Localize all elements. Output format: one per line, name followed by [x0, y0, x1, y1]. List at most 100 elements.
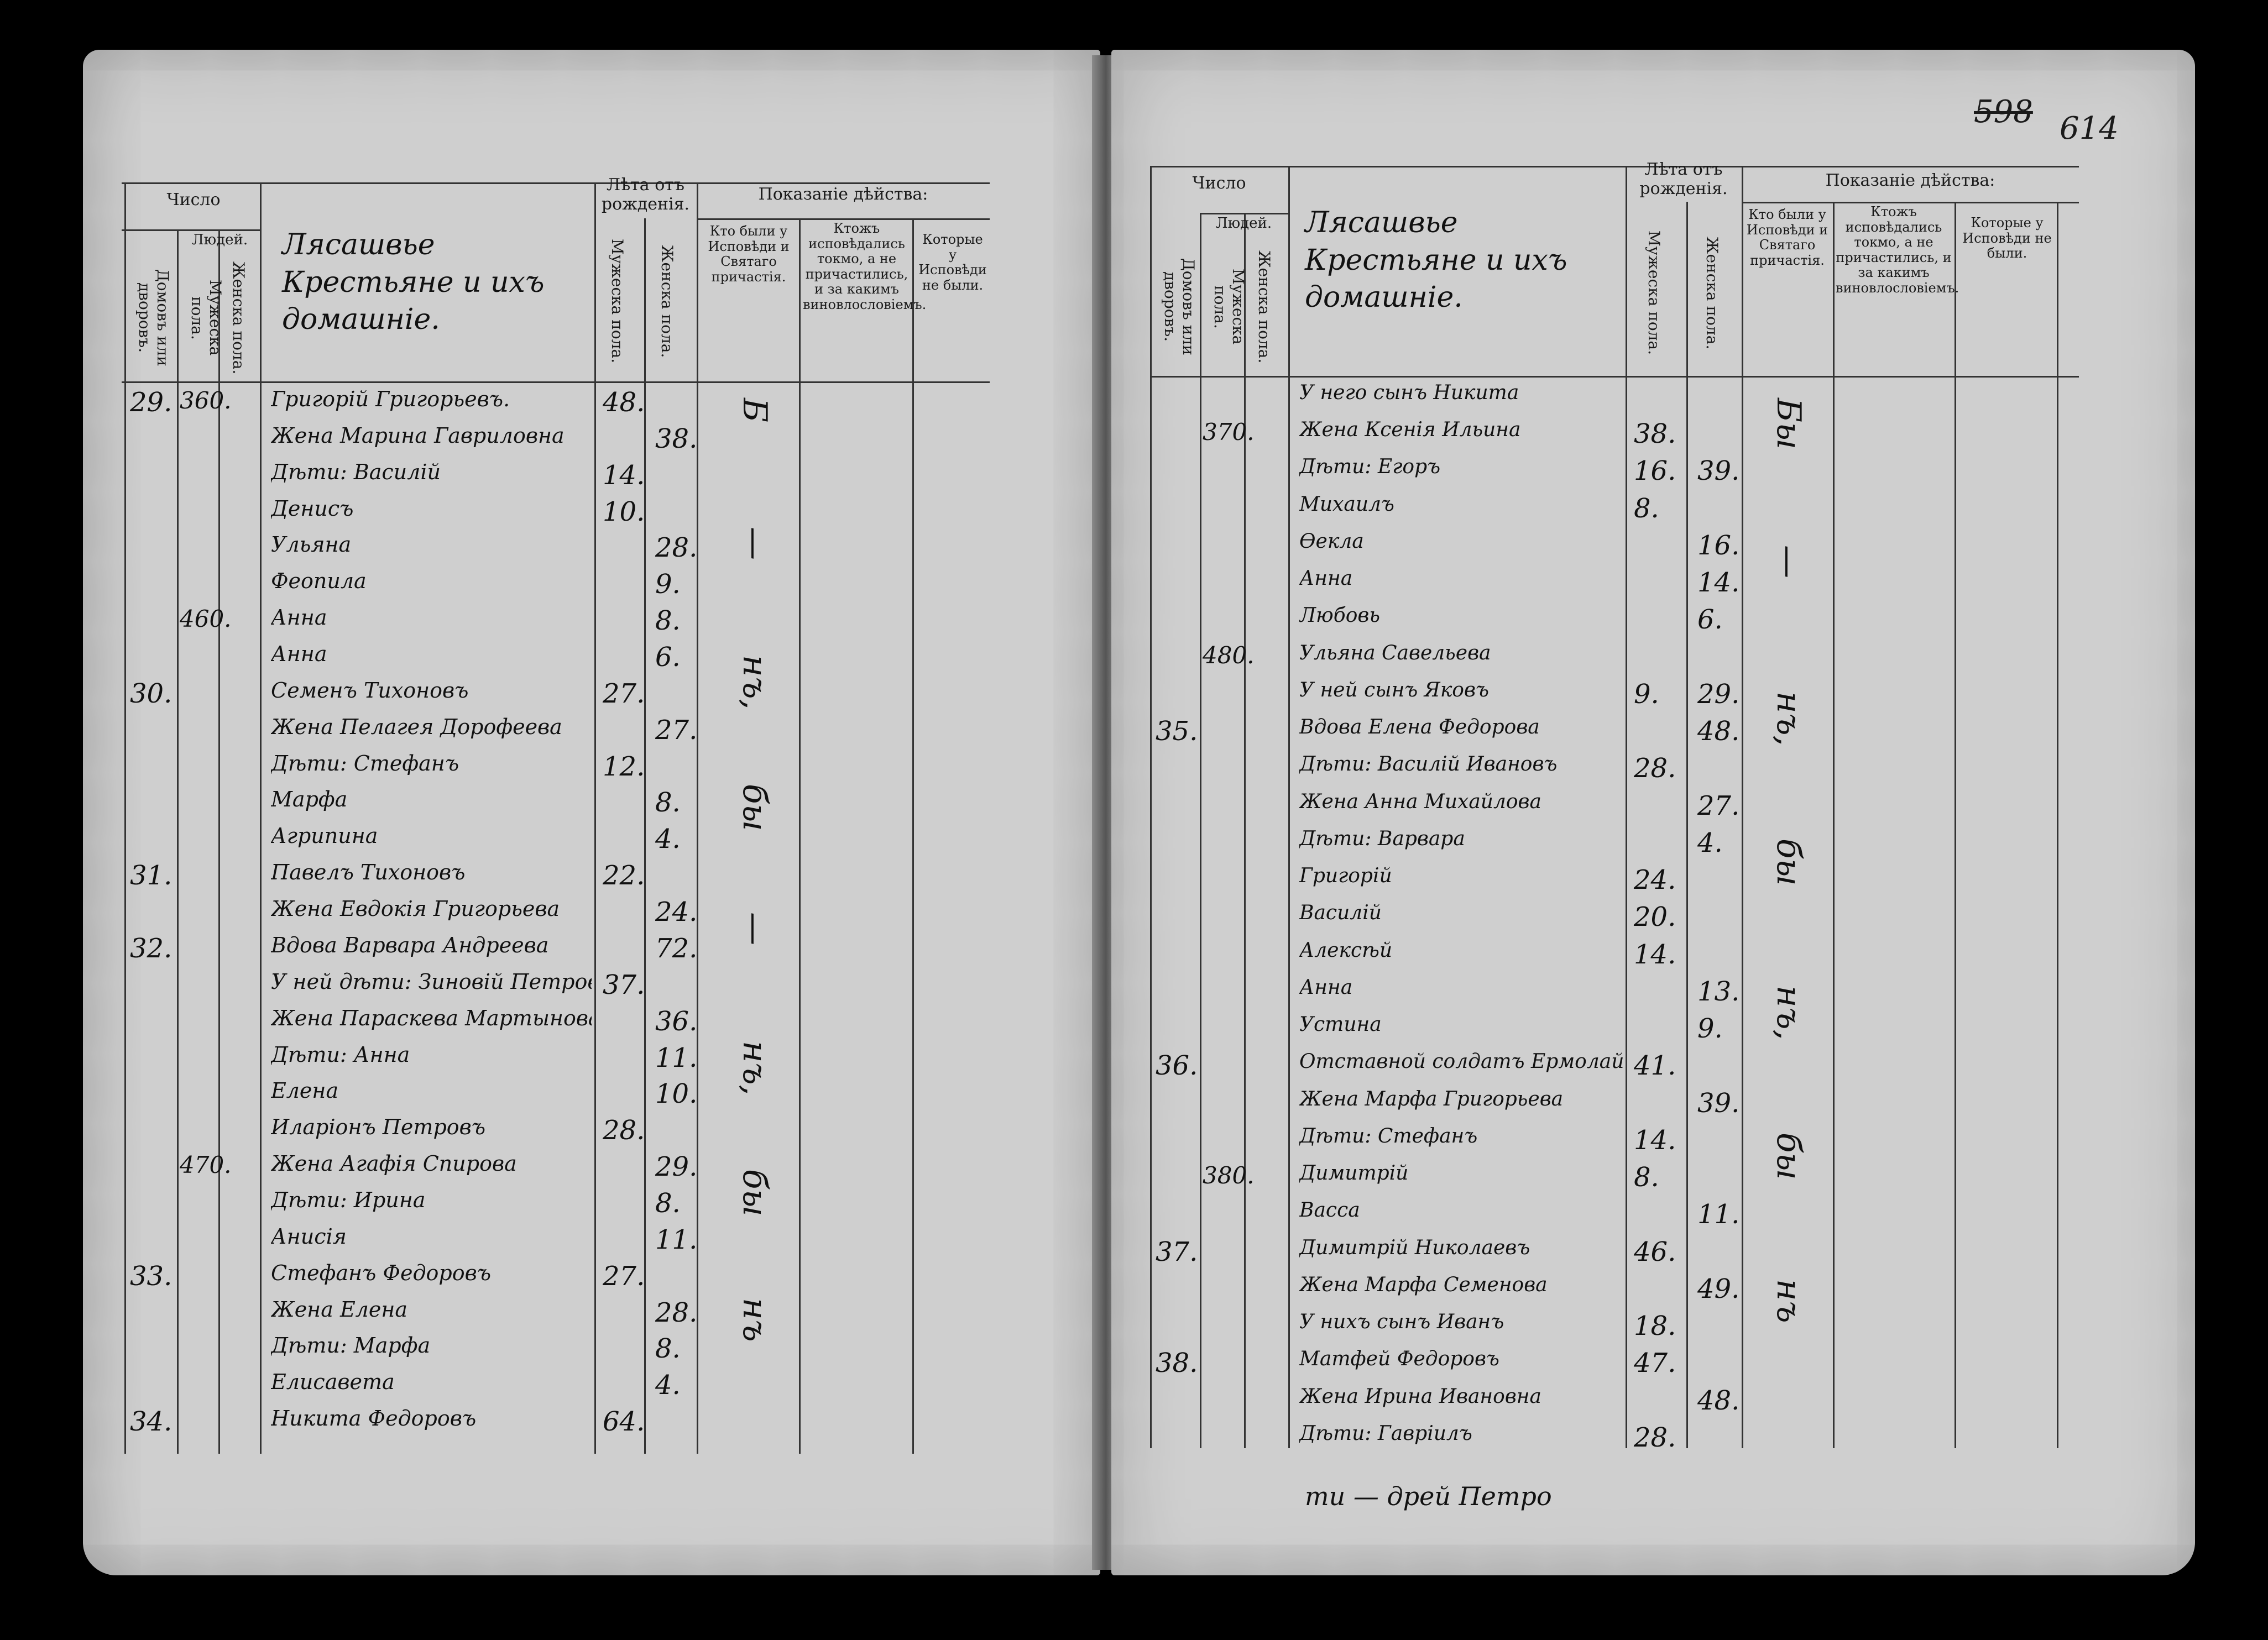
age-female: 27.: [1697, 790, 1740, 821]
left-page: [83, 50, 1100, 1575]
person-name: Михаилъ: [1299, 492, 1394, 516]
age-female: 72.: [655, 932, 698, 964]
age-female: 14.: [1697, 567, 1740, 599]
person-name: Жена Анна Михайлова: [1299, 790, 1541, 813]
confession-mark: нъ,: [735, 1040, 774, 1096]
confession-mark: нъ: [1769, 1279, 1808, 1323]
person-name: Вдова Варвара Андреева: [271, 932, 549, 957]
house-number: 29.: [130, 387, 173, 418]
header-zhen-right: Женска пола.: [1255, 250, 1273, 364]
age-male: 27.: [603, 678, 645, 709]
person-name: Жена Елена: [271, 1297, 408, 1322]
age-male: 28.: [603, 1115, 645, 1146]
person-name: Семенъ Тихоновъ: [271, 678, 469, 703]
age-female: 8.: [655, 1187, 681, 1219]
person-name: Анисія: [271, 1224, 347, 1249]
house-number: 32.: [130, 932, 173, 964]
person-name: Никита Федоровъ: [271, 1406, 477, 1431]
age-male: 48.: [603, 387, 645, 418]
confession-mark: —: [1769, 544, 1808, 578]
person-name: Дѣти: Варвара: [1299, 827, 1465, 850]
person-name: Дѣти: Стефанъ: [1299, 1124, 1478, 1148]
people-count: 370.: [1203, 418, 1255, 446]
header-col2-right: Ктожъ исповѣдались токмо, а не причастил…: [1836, 204, 1959, 296]
confession-mark: —: [735, 912, 774, 945]
person-name: Дѣти: Гавріилъ: [1299, 1422, 1472, 1445]
person-name: У него сынъ Никита: [1299, 381, 1519, 404]
age-male: 28.: [1634, 1422, 1676, 1453]
person-name: Матфей Федоровъ: [1299, 1348, 1499, 1371]
person-name: Жена Евдокія Григорьева: [271, 897, 560, 921]
person-name: Анна: [271, 605, 327, 630]
house-number: 33.: [130, 1260, 173, 1292]
confession-mark: Бы: [1769, 398, 1808, 449]
person-name: Алексѣй: [1299, 939, 1393, 962]
person-name: Дѣти: Ирина: [271, 1187, 426, 1212]
age-female: 29.: [655, 1151, 698, 1183]
age-female: 13.: [1697, 976, 1740, 1007]
age-female: 10.: [655, 1078, 698, 1110]
person-name: Жена Агафія Спирова: [271, 1151, 517, 1176]
header-muzh: Мужеска пола.: [188, 280, 224, 356]
person-name: Иларіонъ Петровъ: [271, 1115, 486, 1140]
header-zhen: Женска пола.: [229, 261, 248, 375]
person-name: Елисавета: [271, 1370, 395, 1395]
person-name: Анна: [271, 642, 327, 667]
person-name: Дѣти: Егоръ: [1299, 455, 1441, 479]
age-male: 38.: [1634, 418, 1676, 450]
age-female: 8.: [655, 787, 681, 819]
person-name: Марфа: [271, 787, 348, 812]
person-name: Григорій Григорьевъ.: [271, 387, 510, 411]
header-chislo-right: Число: [1192, 174, 1246, 193]
person-name: У ней сынъ Яковъ: [1299, 678, 1489, 701]
age-female: 4.: [655, 824, 681, 855]
age-male: 12.: [603, 751, 645, 782]
header-leta-zhen-right: Женска пола.: [1703, 236, 1721, 350]
header-leta-right: Лѣта отъ рожденія.: [1639, 160, 1728, 198]
age-male: 18.: [1634, 1311, 1676, 1342]
header-leta-zhen: Женска пола.: [658, 244, 676, 358]
house-number: 30.: [130, 678, 173, 709]
age-male: 14.: [1634, 1124, 1676, 1156]
person-name: Дѣти: Стефанъ: [271, 751, 459, 776]
header-domov: Домовъ или дворовъ.: [135, 269, 172, 366]
age-male: 24.: [1634, 864, 1676, 896]
header-col3-right: Которые у Исповѣди не были.: [1962, 215, 2052, 261]
person-name: Любовь: [1299, 604, 1380, 627]
age-female: 49.: [1697, 1273, 1740, 1304]
age-female: 9.: [655, 569, 681, 600]
header-col2: Ктожъ исповѣдались токмо, а не причастил…: [803, 221, 927, 312]
person-name: Стефанъ Федоровъ: [271, 1260, 492, 1285]
age-female: 29.: [1697, 678, 1740, 710]
age-female: 16.: [1697, 530, 1740, 561]
people-count: 460.: [180, 605, 232, 633]
person-name: Феопила: [271, 569, 367, 594]
age-male: 9.: [1634, 678, 1659, 710]
confession-mark: нъ,: [1769, 691, 1808, 747]
person-name: Ульяна: [271, 532, 352, 557]
person-name: Павелъ Тихоновъ: [271, 860, 466, 885]
age-female: 39.: [1697, 1087, 1740, 1119]
header-lyudey: Людей.: [191, 232, 248, 248]
person-name: Жена Марина Гавриловна: [271, 423, 565, 448]
confession-mark: Б: [735, 398, 774, 423]
confession-mark: бы: [735, 1169, 774, 1217]
header-leta-muzh: Мужеска пола.: [608, 239, 626, 364]
age-female: 8.: [655, 1333, 681, 1365]
person-name: Ульяна Савельева: [1299, 641, 1491, 664]
person-name: Отставной солдатъ Ермолай Афанасьевъ: [1299, 1050, 1623, 1073]
person-name: Дѣти: Анна: [271, 1042, 410, 1067]
person-name: Димитрій: [1299, 1162, 1409, 1185]
age-female: 48.: [1697, 716, 1740, 747]
house-number: 35.: [1156, 716, 1198, 747]
age-female: 48.: [1697, 1385, 1740, 1416]
header-col3: Которые у Исповѣди не были.: [918, 232, 987, 293]
age-female: 36.: [655, 1005, 698, 1037]
person-name: Дѣти: Василій: [271, 459, 441, 484]
person-name: Анна: [1299, 567, 1353, 590]
person-name: Дѣти: Василій Ивановъ: [1299, 753, 1558, 776]
header-lyudey-right: Людей.: [1215, 215, 1272, 232]
confession-mark: бы: [1769, 1132, 1808, 1180]
header-leta: Лѣта отъ рожденія.: [601, 175, 690, 214]
people-count: 380.: [1203, 1162, 1255, 1190]
